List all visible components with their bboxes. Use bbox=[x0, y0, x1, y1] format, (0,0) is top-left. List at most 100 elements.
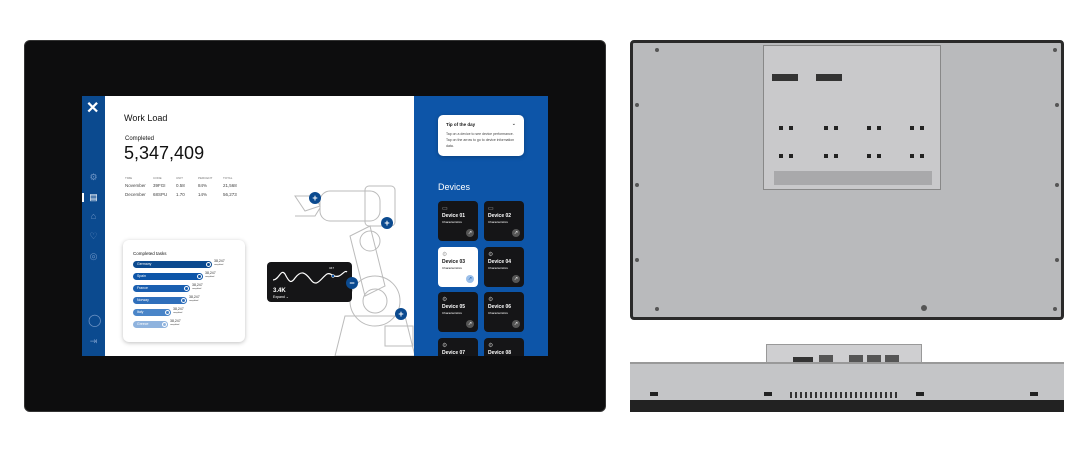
robot-arm-illustration bbox=[294, 185, 415, 356]
chevron-down-icon[interactable]: ⌄ bbox=[511, 121, 516, 127]
column-header: PERCENT bbox=[198, 176, 213, 180]
task-label: Italy bbox=[137, 310, 144, 314]
table-cell: 14% bbox=[198, 192, 208, 197]
monitor-front-bezel: ✕ ⚙ ▤ ⌂ ♡ ◎ ◯ ⇥ Work Load Completed 5,34… bbox=[24, 40, 606, 412]
monitor-back-view bbox=[630, 40, 1064, 320]
device-card[interactable]: ⚙Device 08Characteristics↗ bbox=[484, 337, 524, 356]
arrow-icon[interactable]: ↗ bbox=[466, 229, 474, 237]
device-icon: ▭ bbox=[442, 206, 448, 212]
logout-icon[interactable]: ⇥ bbox=[89, 336, 98, 346]
device-icon: ▭ bbox=[488, 206, 494, 212]
device-sub: Characteristics bbox=[488, 220, 508, 224]
robot-icon: ⚙ bbox=[488, 251, 494, 258]
arrow-icon[interactable]: ↗ bbox=[512, 320, 520, 328]
robot-icon: ⚙ bbox=[488, 297, 494, 303]
task-count: 38,247 bbox=[192, 283, 203, 287]
arrow-icon[interactable]: ↗ bbox=[466, 320, 474, 328]
gear-icon[interactable]: ⚙ bbox=[89, 172, 98, 182]
table-cell: 39FGI bbox=[153, 183, 166, 188]
sidebar: ✕ ⚙ ▤ ⌂ ♡ ◎ ◯ ⇥ bbox=[82, 96, 105, 356]
task-bar[interactable]: Germany bbox=[133, 261, 212, 268]
close-icon[interactable]: ✕ bbox=[86, 100, 100, 117]
hotspot-minus-button[interactable]: − bbox=[346, 277, 358, 289]
task-count: 38,247 bbox=[214, 259, 225, 263]
chart-value: 3.4K bbox=[273, 288, 286, 294]
device-name: Device 08 bbox=[488, 349, 512, 356]
tip-title: Tip of the day bbox=[446, 122, 476, 127]
task-label: Spain bbox=[137, 274, 146, 278]
task-count: 38,247 bbox=[170, 319, 181, 323]
task-bar[interactable]: France bbox=[133, 285, 190, 292]
task-bar[interactable]: Greece bbox=[133, 321, 168, 328]
hotspot-plus-button[interactable]: + bbox=[395, 308, 407, 320]
chart-peak-label: 347 bbox=[329, 266, 335, 270]
heart-icon[interactable]: ♡ bbox=[89, 231, 98, 241]
device-name: Device 04 bbox=[488, 258, 512, 265]
layout-icon[interactable]: ▤ bbox=[89, 192, 98, 202]
completed-value: 5,347,409 bbox=[124, 143, 205, 163]
tip-text: Tap on a device to see device performanc… bbox=[446, 132, 515, 148]
column-header: TIME bbox=[125, 176, 133, 180]
expand-button[interactable]: Expand ⌄ bbox=[273, 295, 289, 299]
devices-title: Devices bbox=[438, 182, 471, 192]
device-sub: Characteristics bbox=[442, 311, 462, 315]
arrow-icon[interactable]: ↗ bbox=[466, 274, 474, 283]
task-sub: completed bbox=[170, 323, 180, 326]
device-name: Device 05 bbox=[442, 304, 466, 310]
bottom-bezel-edge bbox=[630, 400, 1064, 412]
user-icon[interactable]: ◯ bbox=[88, 313, 102, 327]
circle-icon bbox=[197, 274, 202, 279]
robot-icon: ⚙ bbox=[442, 297, 448, 303]
robot-icon[interactable]: ⌂ bbox=[90, 211, 97, 221]
trend-chart-card[interactable]: 347 3.4K Expand ⌄ bbox=[267, 262, 352, 302]
table-cell: November bbox=[125, 183, 146, 188]
task-sub: completed bbox=[173, 311, 183, 314]
arrow-icon[interactable]: ↗ bbox=[512, 274, 520, 283]
trend-line bbox=[272, 270, 348, 284]
arrow-icon[interactable]: ↗ bbox=[512, 229, 520, 237]
device-sub: Characteristics bbox=[488, 265, 508, 270]
devices-panel: Tip of the day ⌄ Tap on a device to see … bbox=[414, 96, 548, 356]
device-sub: Characteristics bbox=[442, 265, 462, 270]
table-cell: 84% bbox=[198, 183, 208, 188]
task-bar[interactable]: Norway bbox=[133, 297, 187, 304]
table-cell: 56,273 bbox=[223, 192, 237, 197]
location-icon[interactable]: ◎ bbox=[89, 251, 98, 261]
table-cell: 1.70 bbox=[176, 192, 185, 197]
task-label: France bbox=[137, 286, 148, 290]
table-cell: 0.58 bbox=[176, 183, 185, 188]
task-sub: completed bbox=[214, 263, 224, 266]
chart-peak-point bbox=[331, 274, 335, 278]
column-header: UNIT bbox=[176, 176, 183, 180]
expand-label: Expand bbox=[273, 295, 285, 299]
column-header: TOTAL bbox=[223, 176, 233, 180]
hotspot-plus-button[interactable]: + bbox=[309, 192, 321, 204]
task-bar[interactable]: Italy bbox=[133, 309, 171, 316]
tip-card[interactable]: Tip of the day ⌄ Tap on a device to see … bbox=[438, 115, 524, 156]
circle-icon bbox=[181, 298, 186, 303]
table-cell: 21,568 bbox=[223, 183, 237, 188]
screen: ✕ ⚙ ▤ ⌂ ♡ ◎ ◯ ⇥ Work Load Completed 5,34… bbox=[82, 96, 548, 356]
device-sub: Characteristics bbox=[488, 311, 508, 315]
hotspot-plus-button[interactable]: + bbox=[381, 217, 393, 229]
robot-icon: ⚙ bbox=[442, 342, 448, 349]
task-sub: completed bbox=[189, 299, 199, 302]
device-card[interactable]: ⚙Device 07Characteristics↗ bbox=[438, 337, 478, 356]
task-count: 38,247 bbox=[205, 271, 216, 275]
task-label: Norway bbox=[137, 298, 149, 302]
active-indicator bbox=[82, 193, 84, 202]
tasks-title: Completed tasks bbox=[133, 251, 167, 256]
task-bar[interactable]: Spain bbox=[133, 273, 203, 280]
table-cell: December bbox=[125, 192, 146, 197]
device-name: Device 06 bbox=[488, 304, 512, 310]
